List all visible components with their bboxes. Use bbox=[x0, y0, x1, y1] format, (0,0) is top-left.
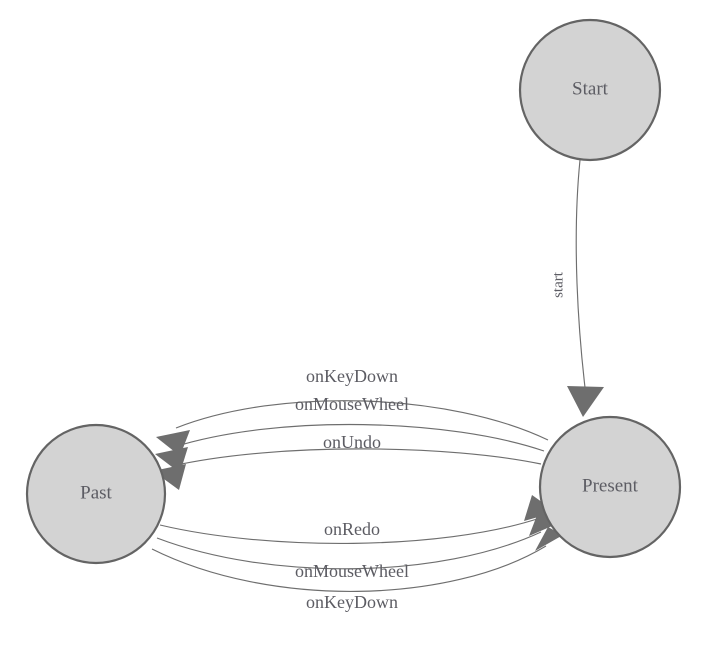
transition-edge-e-present-past-undo[interactable]: onUndo bbox=[153, 432, 542, 490]
transition-edge-e-past-present-redo[interactable]: onRedo bbox=[159, 495, 556, 544]
transition-label: onMouseWheel bbox=[295, 561, 409, 581]
transition-label: start bbox=[550, 271, 566, 298]
arrowhead-icon bbox=[567, 386, 604, 417]
state-node-circle bbox=[518, 18, 662, 162]
transition-label: onRedo bbox=[324, 519, 380, 539]
transition-edge-e-start-present[interactable]: start bbox=[550, 159, 604, 417]
state-node-circle bbox=[538, 415, 682, 559]
state-node-label: Start bbox=[572, 78, 609, 99]
transition-label: onKeyDown bbox=[306, 366, 398, 386]
transition-path bbox=[171, 448, 542, 467]
transition-label: onUndo bbox=[323, 432, 381, 452]
transition-edge-e-past-present-mousewheel[interactable]: onMouseWheel bbox=[156, 510, 559, 581]
state-node-label: Past bbox=[80, 482, 112, 503]
transition-path bbox=[159, 518, 538, 544]
transition-path bbox=[575, 159, 587, 397]
transition-label: onMouseWheel bbox=[295, 394, 409, 414]
transition-path bbox=[151, 545, 547, 592]
transition-path bbox=[175, 400, 549, 441]
state-node-present[interactable]: Present bbox=[538, 415, 682, 559]
edges-layer: start onKeyDown onMouseWheel onUndo onRedo on… bbox=[151, 159, 604, 612]
state-node-past[interactable]: Past bbox=[25, 423, 167, 565]
arrowhead-icon bbox=[529, 510, 559, 536]
transition-path bbox=[173, 423, 545, 452]
arrowhead-icon bbox=[524, 495, 556, 521]
state-node-label: Present bbox=[582, 475, 639, 496]
state-node-circle bbox=[25, 423, 167, 565]
state-node-start[interactable]: Start bbox=[518, 18, 662, 162]
transition-label: onKeyDown bbox=[306, 592, 398, 612]
transition-path bbox=[156, 531, 542, 570]
